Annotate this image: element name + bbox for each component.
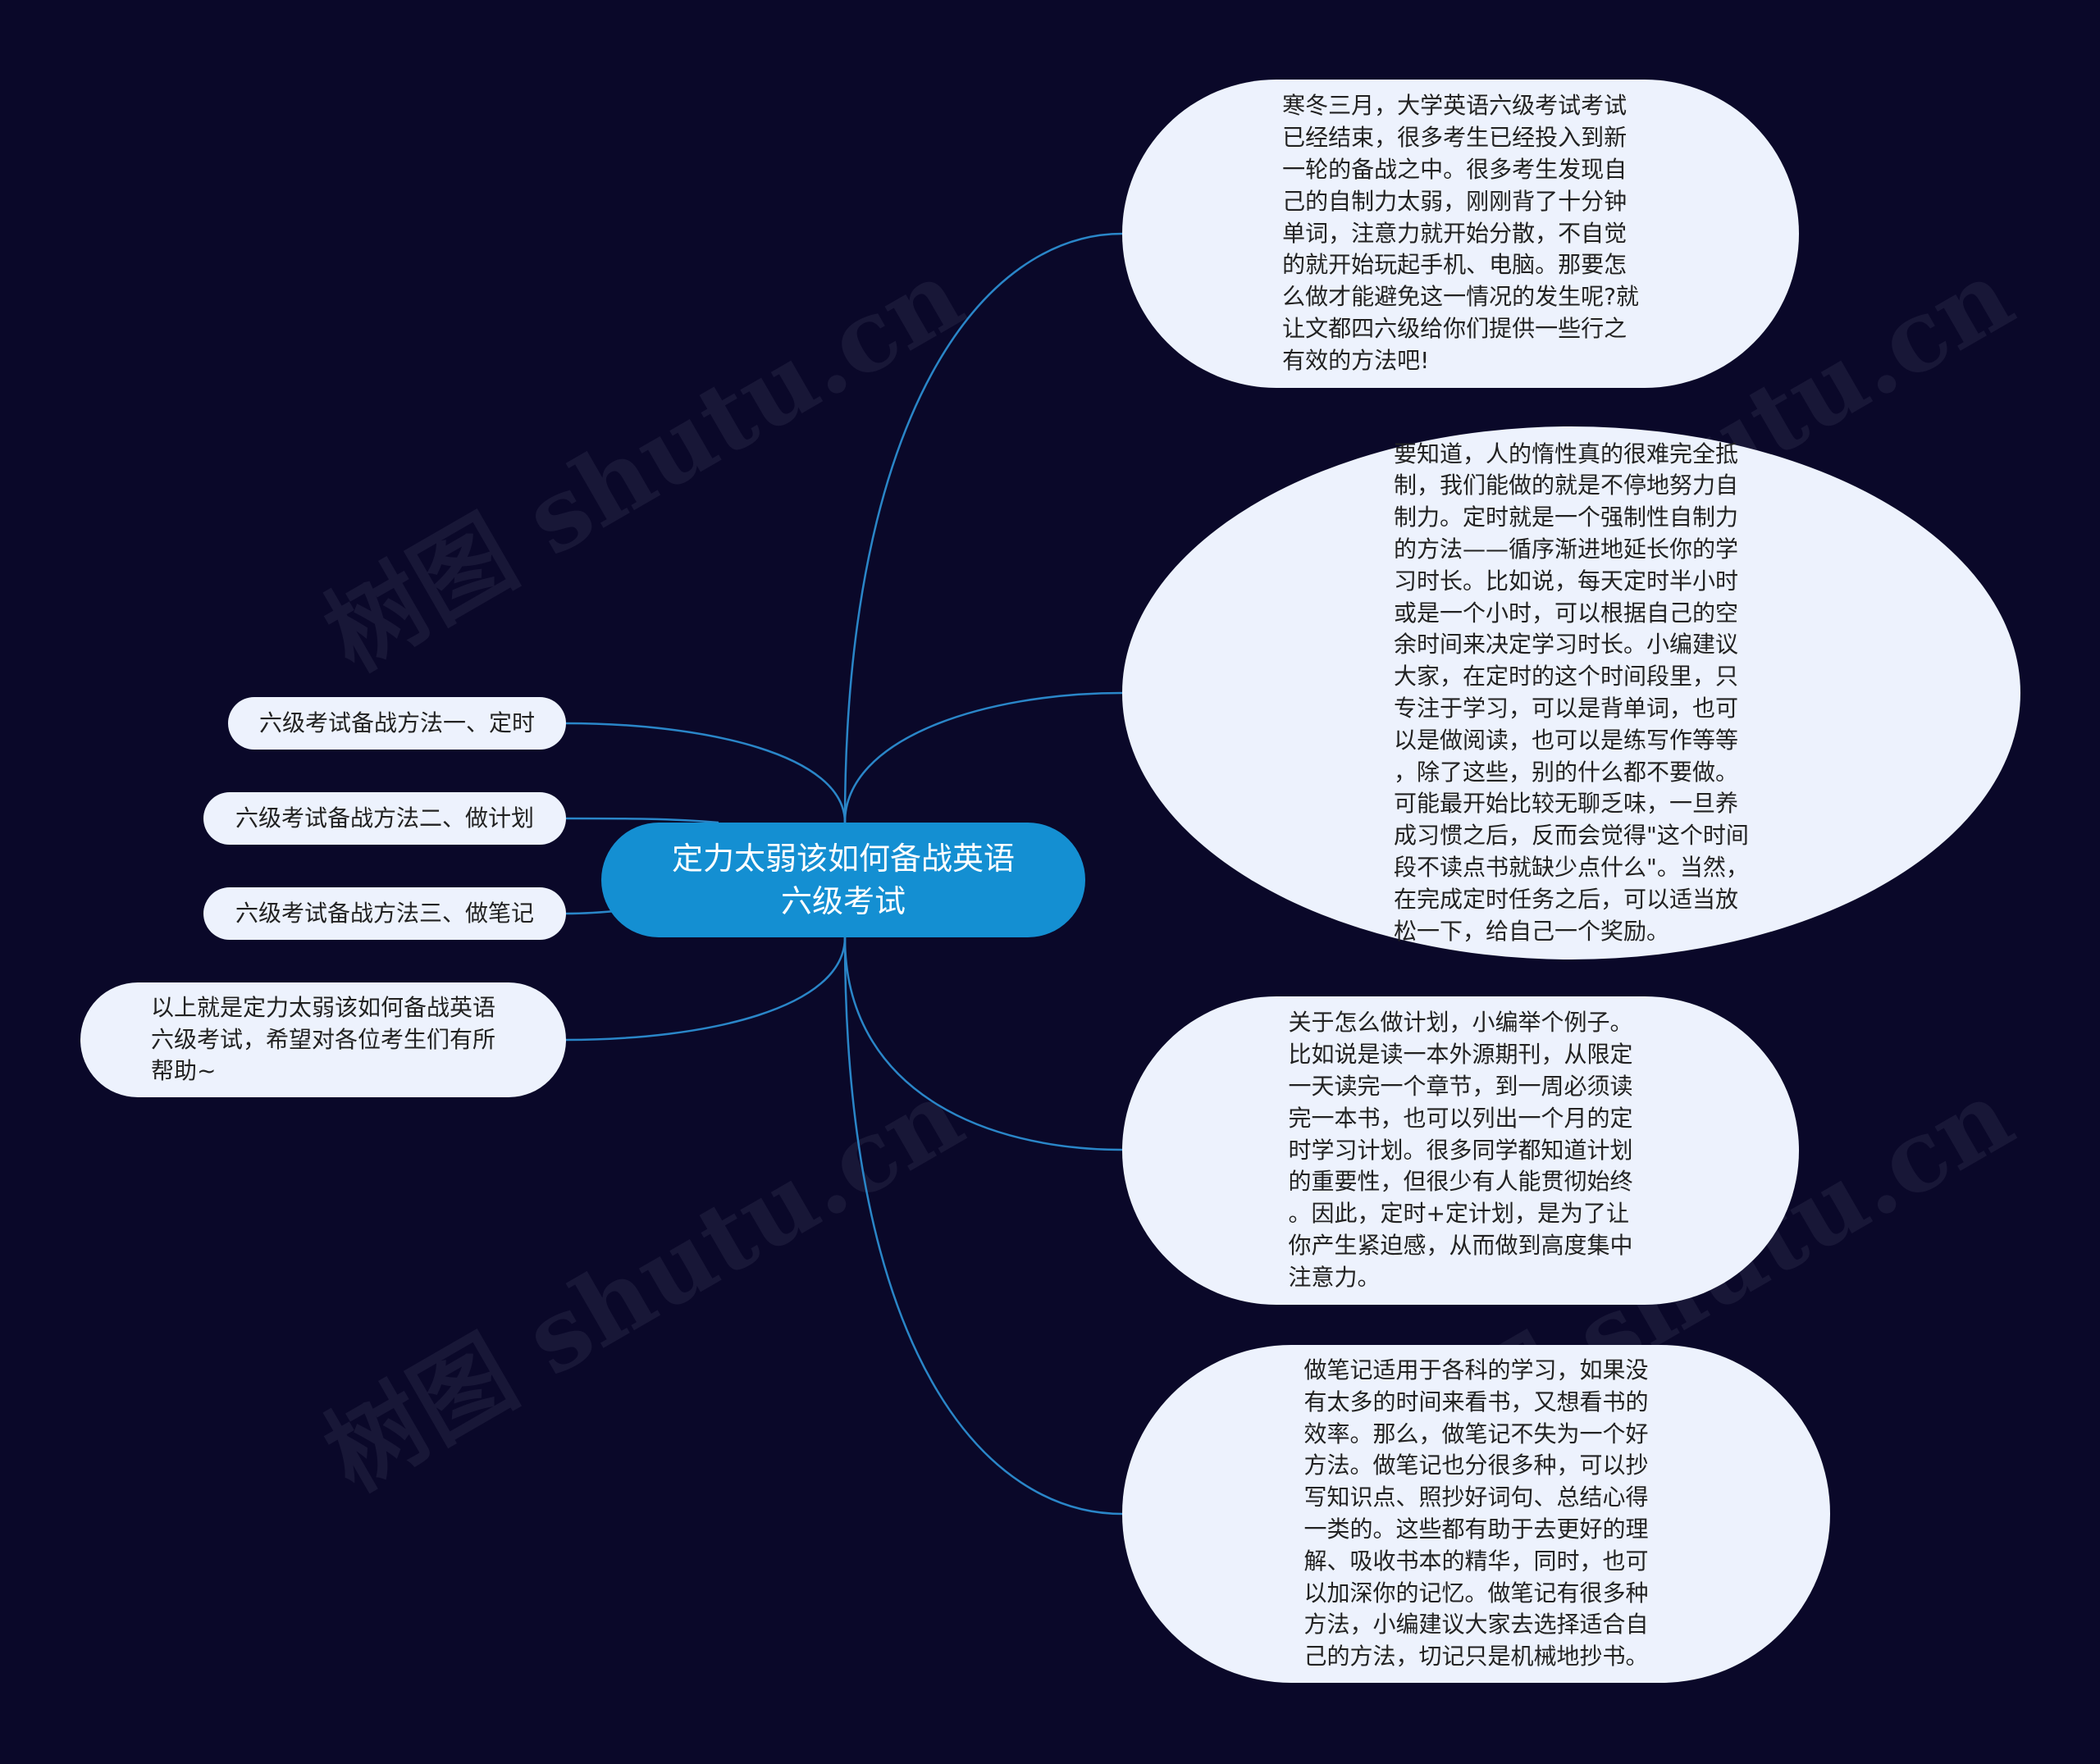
- topic-label: 六级考试备战方法一、定时: [258, 709, 535, 736]
- topic-label: 六级考试备战方法三、做笔记: [235, 899, 534, 927]
- connector-line: [843, 937, 1123, 1151]
- left-topic-1[interactable]: 六级考试备战方法一、定时: [228, 697, 566, 750]
- connector-line: [565, 937, 847, 1042]
- left-topic-3[interactable]: 六级考试备战方法三、做笔记: [203, 887, 566, 940]
- topic-text: 寒冬三月，大学英语六级考试考试 已经结束，很多考生已经投入到新 一轮的备战之中。…: [1282, 92, 1639, 374]
- topic-text: 做笔记适用于各科的学习，如果没 有太多的时间来看书，又想看书的 效率。那么，做笔…: [1303, 1356, 1649, 1671]
- connector-line: [843, 691, 1123, 823]
- right-topic-timing[interactable]: 要知道，人的惰性真的很难完全抵 制，我们能做的就是不停地努力自 制力。定时就是一…: [1122, 426, 2020, 959]
- left-topic-summary[interactable]: 以上就是定力太弱该如何备战英语 六级考试，希望对各位考生们有所 帮助~: [80, 982, 566, 1097]
- central-topic[interactable]: 定力太弱该如何备战英语 六级考试: [601, 823, 1085, 937]
- connector-line: [843, 937, 1123, 1516]
- connector-line: [843, 232, 1123, 823]
- central-topic-line: 定力太弱该如何备战英语: [671, 841, 1015, 877]
- left-topic-2[interactable]: 六级考试备战方法二、做计划: [203, 792, 566, 845]
- topic-text: 要知道，人的惰性真的很难完全抵 制，我们能做的就是不停地努力自 制力。定时就是一…: [1394, 440, 1749, 945]
- topic-label: 以上就是定力太弱该如何备战英语 六级考试，希望对各位考生们有所 帮助~: [150, 993, 495, 1085]
- topic-text: 关于怎么做计划，小编举个例子。 比如说是读一本外源期刊，从限定 一天读完一个章节…: [1288, 1009, 1633, 1291]
- right-topic-planning[interactable]: 关于怎么做计划，小编举个例子。 比如说是读一本外源期刊，从限定 一天读完一个章节…: [1122, 996, 1799, 1305]
- connector-line: [565, 817, 719, 824]
- central-topic-line: 六级考试: [780, 883, 906, 919]
- right-topic-notes[interactable]: 做笔记适用于各科的学习，如果没 有太多的时间来看书，又想看书的 效率。那么，做笔…: [1122, 1345, 1830, 1683]
- connector-line: [565, 722, 847, 823]
- topic-label: 六级考试备战方法二、做计划: [235, 804, 534, 832]
- right-topic-intro[interactable]: 寒冬三月，大学英语六级考试考试 已经结束，很多考生已经投入到新 一轮的备战之中。…: [1122, 80, 1799, 388]
